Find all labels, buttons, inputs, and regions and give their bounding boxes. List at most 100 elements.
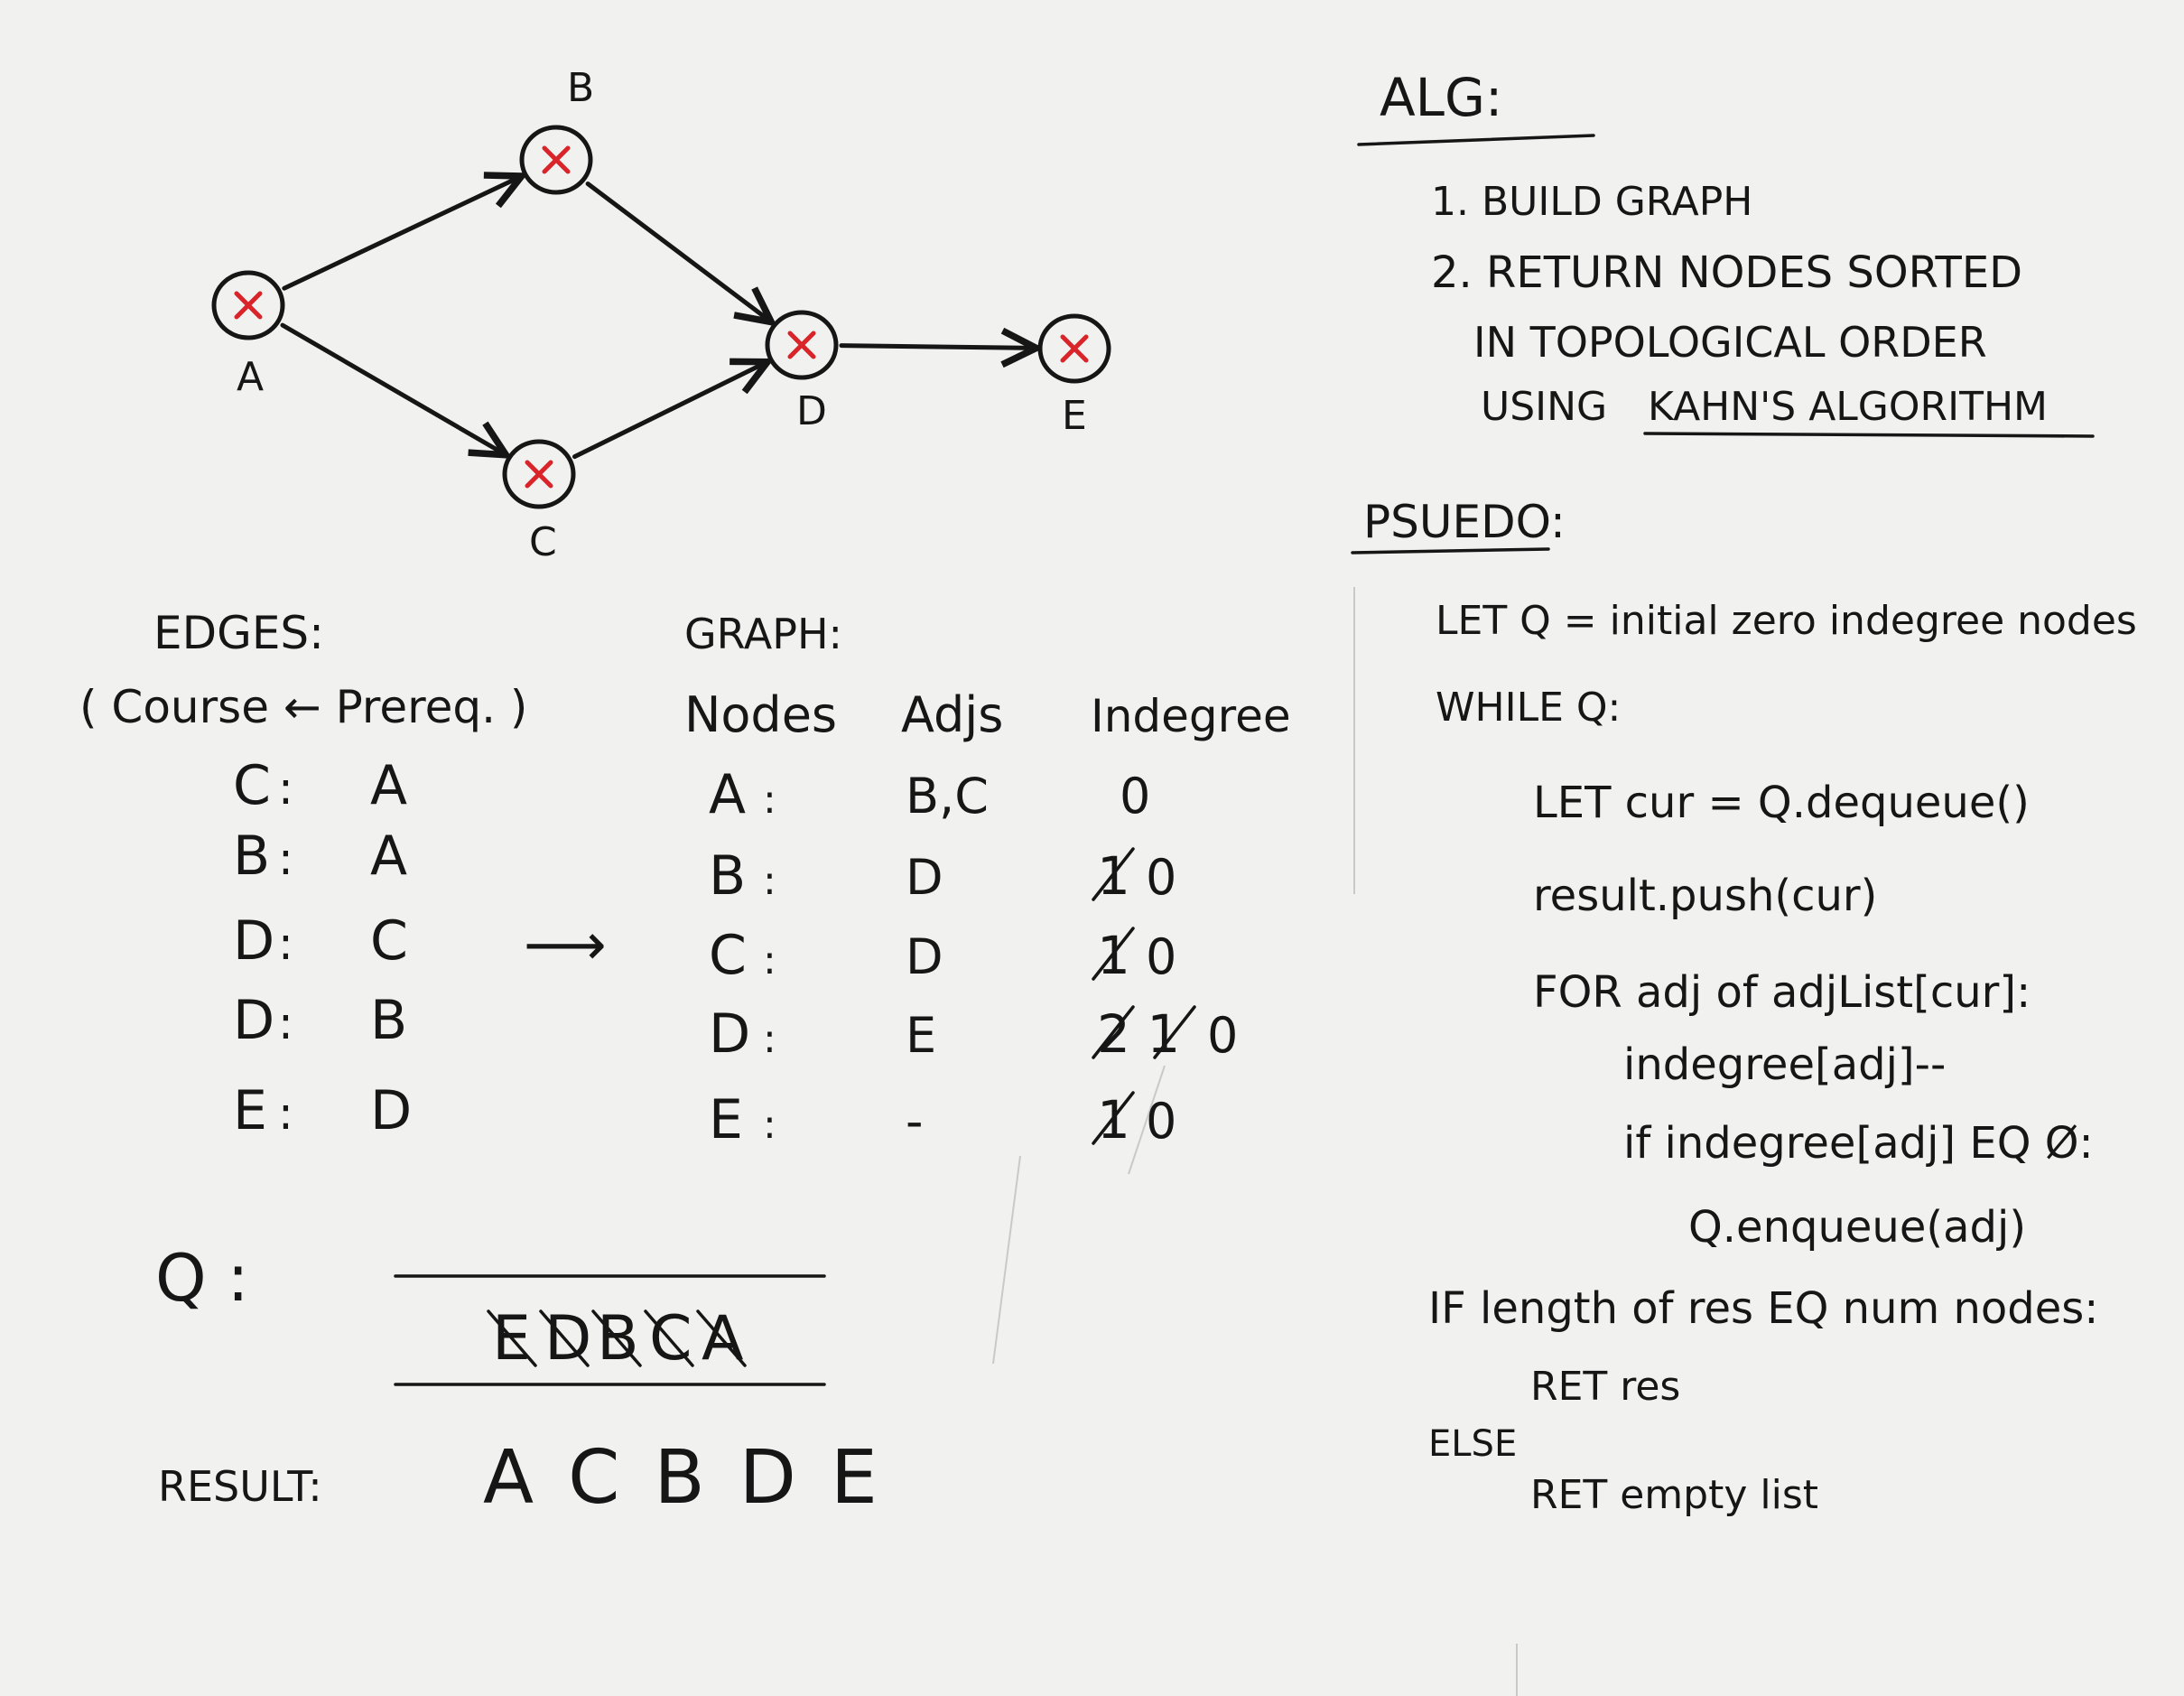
graph-colon: : (763, 1102, 776, 1148)
pseudo-section: PSUEDO: LET Q = initial zero indegree no… (1351, 496, 2137, 1518)
header-nodes: Nodes (684, 686, 837, 743)
edge-course: C (233, 754, 271, 817)
header-adjs: Adjs (901, 686, 1003, 743)
result-section: RESULT: A C B D E (158, 1435, 878, 1521)
node-circle (211, 270, 285, 340)
node-e: E (1037, 313, 1111, 439)
edge-prereq: B (370, 989, 407, 1052)
result-label: RESULT: (158, 1462, 322, 1511)
queue-label: Q : (155, 1240, 249, 1316)
edge-colon: : (278, 762, 293, 815)
pseudo-line-10: RET res (1530, 1364, 1680, 1410)
node-a: A (211, 270, 285, 400)
queue-strike (696, 1309, 747, 1367)
node-label: B (567, 65, 594, 111)
edge-colon: : (278, 918, 293, 970)
edge-b-d (585, 182, 768, 321)
alg-step-1: 1. BUILD GRAPH (1431, 179, 1752, 225)
graph-indegree: 0 (1146, 928, 1176, 985)
edge-colon: : (278, 997, 293, 1049)
graph-colon: : (763, 1016, 776, 1062)
visited-mark-icon (1060, 334, 1089, 363)
dag-diagram: A B C D E (211, 65, 1111, 565)
visited-mark-icon (787, 331, 816, 359)
edge-c-d (572, 363, 765, 460)
graph-indegree: 0 (1146, 849, 1176, 906)
alg-step-using: USING (1481, 384, 1607, 430)
pseudo-line-2: WHILE Q: (1436, 685, 1621, 731)
visited-mark-icon (542, 145, 571, 174)
graph-colon: : (763, 777, 776, 823)
node-circle (1037, 313, 1111, 384)
node-b: B (519, 65, 594, 195)
pseudo-title-underline (1351, 547, 1550, 554)
graph-node: C (709, 924, 747, 987)
edge-colon: : (278, 1087, 293, 1140)
node-label: E (1062, 393, 1087, 439)
queue-strike (539, 1309, 590, 1367)
edge-prereq: A (370, 754, 407, 817)
graph-colon: : (763, 937, 776, 983)
graph-adjs: B,C (906, 768, 989, 825)
graph-indegree: 0 (1120, 768, 1150, 825)
edge-row: E:D (233, 1079, 412, 1142)
graph-node: A (709, 763, 746, 826)
alg-title: ALG: (1380, 67, 1502, 128)
strike-mark (1153, 1005, 1196, 1059)
pseudo-line-9: IF length of res EQ num nodes: (1428, 1283, 2098, 1334)
header-indegree: Indegree (1091, 690, 1291, 742)
queue-strike (644, 1309, 694, 1367)
pseudo-line-12: RET empty list (1530, 1472, 1818, 1518)
queue-item: D (539, 1303, 591, 1375)
alg-step-2: 2. RETURN NODES SORTED (1431, 247, 2022, 298)
strike-mark (1092, 1091, 1135, 1145)
graph-crossed-indegree: 2 1 (1097, 1003, 1180, 1065)
graph-node: D (709, 1002, 750, 1066)
edges-rows: C:AB:AD:CD:BE:D (233, 754, 412, 1142)
dag-edges (280, 178, 1033, 460)
edge-prereq: C (370, 909, 408, 973)
graph-title: GRAPH: (684, 610, 842, 658)
edge-course: D (233, 909, 274, 973)
node-label: A (237, 354, 264, 400)
alg-kahn: KAHN'S ALGORITHM (1648, 384, 2048, 430)
graph-colon: : (763, 858, 776, 904)
pseudo-line-6: indegree[adj]-- (1623, 1039, 1946, 1090)
queue-item: E (487, 1303, 537, 1375)
pseudo-line-5: FOR adj of adjList[cur]: (1533, 967, 2031, 1018)
edge-prereq: A (370, 825, 407, 888)
alg-title-underline (1357, 134, 1595, 146)
queue-item: A (696, 1303, 747, 1375)
graph-indegree: 0 (1146, 1093, 1176, 1150)
graph-node: E (709, 1088, 743, 1151)
node-circle (765, 310, 839, 380)
node-label: C (529, 519, 557, 565)
pseudo-line-3: LET cur = Q.dequeue() (1533, 778, 2030, 828)
dag-nodes: A B C D E (211, 65, 1111, 565)
visited-mark-icon (525, 460, 553, 489)
edges-subtitle: ( Course ← Prereq. ) (79, 681, 527, 733)
edge-row: D:B (233, 989, 407, 1052)
node-circle (519, 125, 593, 195)
graph-row: A: B,C 0 (709, 763, 1150, 826)
alg-section: ALG: 1. BUILD GRAPH 2. RETURN NODES SORT… (1357, 67, 2095, 438)
pseudo-line-4: result.push(cur) (1533, 871, 1877, 921)
node-label: D (796, 388, 827, 434)
transform-arrow: ⟶ (524, 912, 607, 979)
graph-node: B (709, 844, 746, 908)
node-d: D (765, 310, 839, 434)
edge-row: B:A (233, 825, 407, 888)
alg-step-2-cont: IN TOPOLOGICAL ORDER (1473, 318, 1987, 367)
kahn-underline (1643, 432, 2095, 438)
edge-d-e (839, 346, 1033, 349)
strike-mark (1092, 1005, 1135, 1059)
pseudo-line-7: if indegree[adj] EQ Ø: (1623, 1118, 2094, 1169)
edge-colon: : (278, 833, 293, 885)
pseudo-line-1: LET Q = initial zero indegree nodes (1436, 598, 2137, 644)
